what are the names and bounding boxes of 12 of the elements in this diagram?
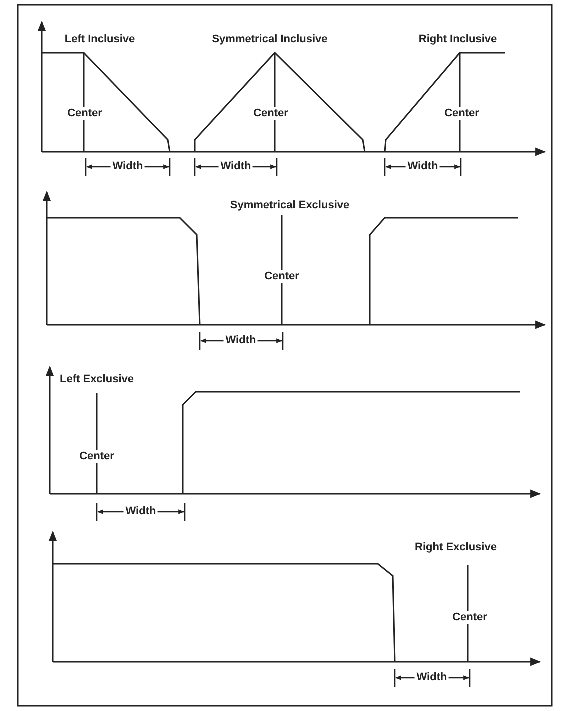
axis-label: Center (66, 108, 104, 120)
axis-label: Center (442, 108, 482, 120)
axis-label: Center (78, 450, 116, 464)
chart-title: Symmetrical Inclusive (211, 34, 329, 46)
chart-title: Right Exclusive (414, 542, 498, 554)
chart-title: Right Inclusive (418, 34, 498, 46)
chart-title: Left Exclusive (59, 374, 135, 386)
chart-title: Left Inclusive (64, 34, 136, 46)
axis-label: Center (252, 108, 290, 120)
chart-title: Symmetrical Exclusive (229, 200, 351, 212)
axis-label: Center (450, 612, 490, 624)
axis-label: Center (262, 270, 302, 284)
